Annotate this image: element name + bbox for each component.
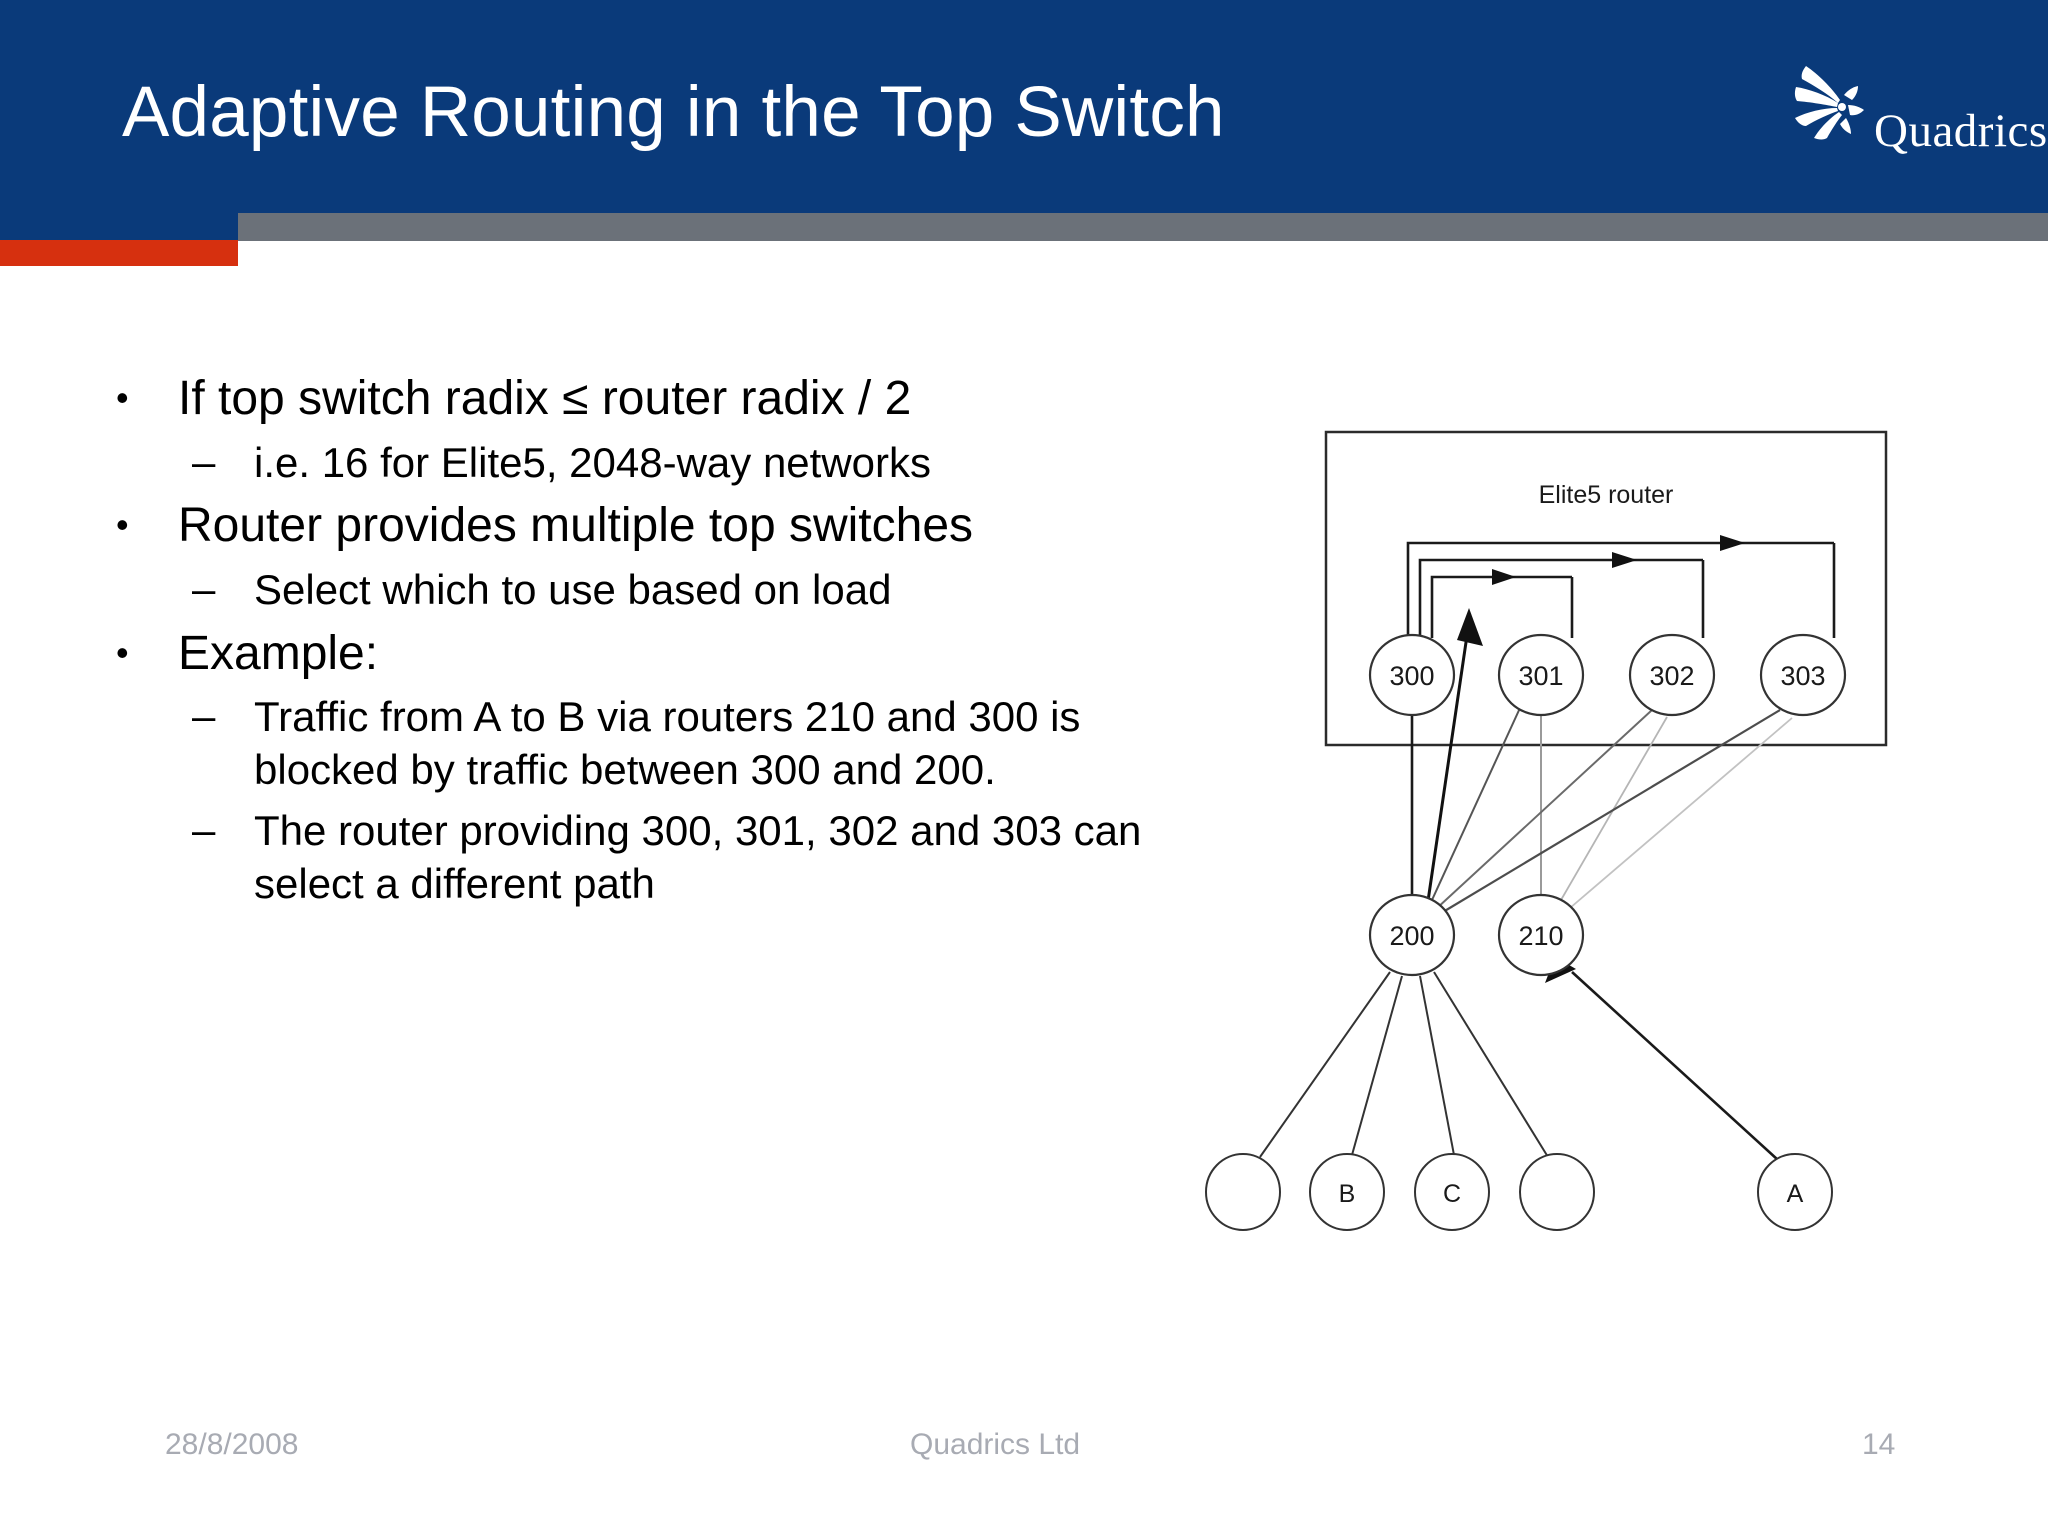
link-301-200 [1431,707,1521,901]
bullet-marker: • [116,631,129,673]
node-leaf-B: B [1309,1153,1385,1231]
node-210-label: 210 [1518,921,1563,951]
link-300-301 [1430,575,1574,638]
red-accent-bar [0,240,238,266]
node-210: 210 [1497,893,1585,977]
bullet-level1: • Router provides multiple top switches [110,497,1190,556]
node-300-label: 300 [1389,661,1434,691]
node-200: 200 [1368,893,1456,977]
page-title: Adaptive Routing in the Top Switch [122,73,1225,152]
traffic-arrow-A-to-210 [1571,971,1779,1161]
arrowhead-300-302 [1612,552,1637,568]
footer-date: 28/8/2008 [165,1428,299,1461]
network-topology-diagram: Elite5 router [1180,400,1940,1280]
bullet-marker: – [192,806,216,854]
footer-company: Quadrics Ltd [910,1428,1081,1461]
bullet-text: The router providing 300, 301, 302 and 3… [254,807,1142,908]
node-leaf-A: A [1757,1153,1833,1231]
bullet-text: Select which to use based on load [254,566,892,613]
bullet-text: Router provides multiple top switches [178,499,974,553]
node-303: 303 [1759,633,1847,717]
link-200-leaf3 [1419,975,1455,1156]
bullet-list: • If top switch radix ≤ router radix / 2… [110,370,1190,919]
bullet-marker: – [192,437,216,485]
bullet-marker: • [116,504,129,546]
node-301-label: 301 [1518,661,1563,691]
node-200-label: 200 [1389,921,1434,951]
bullet-marker: – [192,692,216,740]
node-leaf-C: C [1414,1153,1490,1231]
footer-page-number: 14 [1862,1428,1896,1461]
node-leaf-4 [1519,1153,1595,1231]
bullet-level2: – The router providing 300, 301, 302 and… [110,805,1190,911]
node-301: 301 [1497,633,1585,717]
bullet-text: If top switch radix ≤ router radix / 2 [178,372,912,425]
gray-accent-bar [238,213,2048,241]
node-leaf-C-label: C [1443,1180,1461,1208]
bullet-level1: • Example: [110,625,1190,684]
link-200-leaf4 [1433,971,1549,1158]
bullet-text: i.e. 16 for Elite5, 2048-way networks [254,438,932,486]
link-200-leaf1 [1259,971,1391,1158]
link-302-200 [1435,709,1653,910]
bullet-level2: – i.e. 16 for Elite5, 2048-way networks [110,437,1190,490]
link-300-302 [1418,558,1705,638]
arrowhead-300-303 [1720,535,1745,551]
node-leaf-B-label: B [1339,1180,1356,1208]
node-leaf-1 [1205,1153,1281,1231]
bullet-marker: • [116,377,129,418]
node-303-label: 303 [1780,661,1825,691]
traffic-arrow-200-to-300 [1426,614,1472,902]
quadrics-logo-text: Quadrics [1874,105,2048,157]
elite5-router-label: Elite5 router [1539,481,1674,509]
link-300-303 [1406,541,1836,638]
bullet-text: Example: [178,626,379,680]
node-leaf-A-label: A [1787,1180,1804,1208]
quadrics-burst-logo-icon [1778,60,1870,152]
link-200-leaf2 [1351,975,1403,1156]
node-300: 300 [1368,633,1456,717]
quadrics-logo: Quadrics [1778,60,2047,180]
elite5-router-box [1324,430,1888,747]
bullet-level1: • If top switch radix ≤ router radix / 2 [110,370,1190,429]
arrowhead-300-301 [1492,569,1516,585]
arrowhead-into-300 [1457,608,1483,646]
node-302-label: 302 [1649,661,1694,691]
bullet-text: Traffic from A to B via routers 210 and … [254,693,1081,794]
link-303-200 [1437,709,1781,916]
link-303-210 [1569,717,1793,909]
bullet-level2: – Traffic from A to B via routers 210 an… [110,691,1190,797]
bullet-marker: – [192,565,216,612]
node-302: 302 [1628,633,1716,717]
bullet-level2: – Select which to use based on load [110,564,1190,617]
